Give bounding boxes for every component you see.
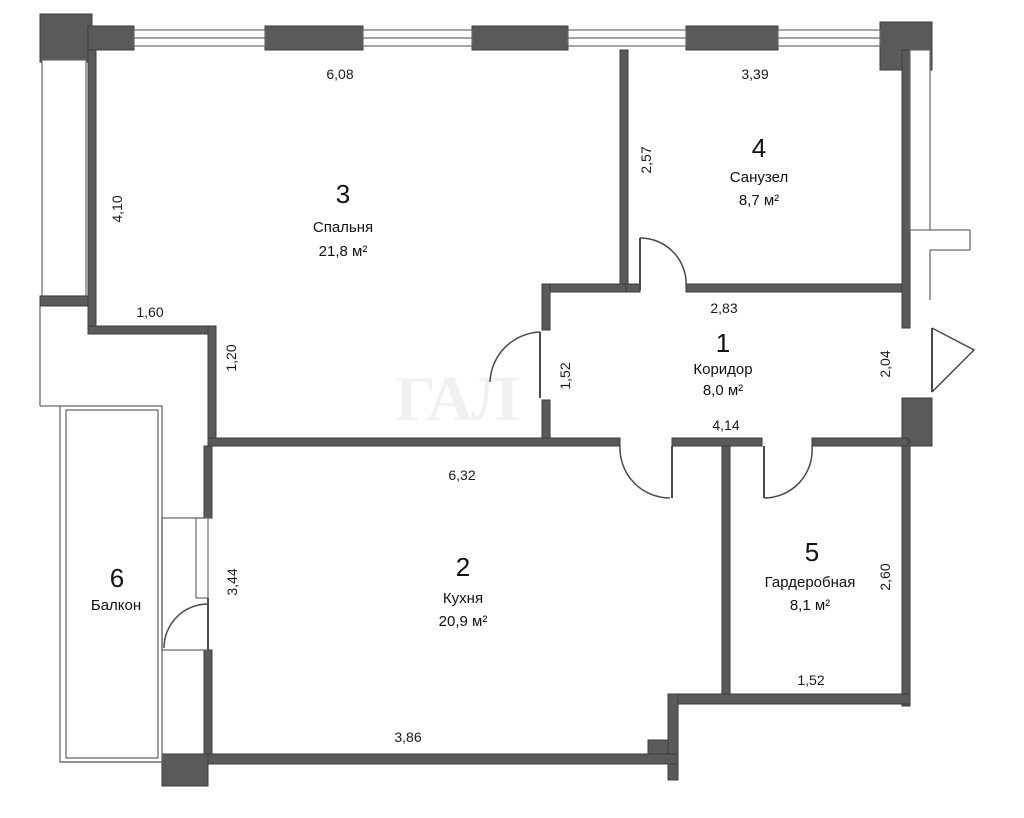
room-name: Коридор — [693, 361, 752, 378]
door-wardrobe[interactable] — [763, 445, 813, 499]
room-name: Спальня — [313, 219, 373, 236]
room-number: 5 — [805, 537, 819, 567]
room-area: 20,9 м² — [439, 613, 488, 630]
room-kitchen: 2 Кухня 20,9 м² — [439, 552, 488, 630]
dim-kitchen-top: 6,32 — [448, 467, 475, 483]
dim-bedroom-left: 4,10 — [109, 195, 125, 222]
room-area: 21,8 м² — [319, 243, 368, 260]
room-name: Гардеробная — [765, 574, 856, 591]
watermark: ГАЛ — [395, 363, 518, 434]
dim-wardrobe-right: 2,60 — [877, 563, 893, 590]
room-number: 3 — [336, 179, 350, 209]
dim-corridor-bottom: 4,14 — [712, 417, 739, 433]
dim-wardrobe-bottom: 1,52 — [797, 672, 824, 688]
dim-kitchen-bottom: 3,86 — [394, 729, 421, 745]
door-bathroom[interactable] — [639, 237, 687, 290]
dimensions: 6,08 3,39 1,60 2,83 4,14 6,32 1,52 3,86 … — [109, 66, 893, 745]
room-number: 6 — [110, 563, 124, 593]
wall-bedroom-bathroom — [619, 49, 629, 291]
wall-kitchen-left-low — [203, 649, 213, 761]
wall-kitchen-bottom-left-block — [161, 753, 209, 787]
room-wardrobe: 5 Гардеробная 8,1 м² — [765, 537, 856, 614]
left-wall — [39, 49, 97, 407]
room-name: Кухня — [443, 590, 483, 607]
top-windows — [133, 29, 881, 47]
dim-bedroom-step-horizontal: 1,60 — [136, 304, 163, 320]
bedroom-step-wall — [87, 325, 217, 447]
dim-bedroom-step-vertical: 1,20 — [223, 344, 239, 371]
wall-kitchen-bottom — [161, 753, 679, 765]
room-name: Балкон — [91, 597, 141, 614]
dim-kitchen-left: 3,44 — [224, 568, 240, 595]
door-balcony[interactable] — [163, 598, 209, 650]
dim-bathroom-left: 2,57 — [638, 146, 654, 173]
wall-wardrobe-bottom — [667, 693, 911, 705]
room-number: 1 — [716, 328, 730, 358]
wall-corridor-bottom-a — [671, 437, 763, 447]
dim-corridor-top: 2,83 — [710, 300, 737, 316]
room-corridor: 1 Коридор 8,0 м² — [693, 328, 752, 399]
door-kitchen[interactable] — [619, 445, 673, 499]
wall-bedroom-kitchen — [207, 437, 621, 447]
room-area: 8,0 м² — [703, 382, 743, 399]
door-bedroom[interactable] — [489, 331, 541, 398]
room-area: 8,1 м² — [790, 597, 830, 614]
room-bedroom: 3 Спальня 21,8 м² — [313, 179, 373, 260]
right-wall — [901, 49, 971, 707]
room-bathroom: 4 Санузел 8,7 м² — [730, 133, 788, 209]
room-number: 2 — [456, 552, 470, 582]
dim-corridor-right: 2,04 — [877, 350, 893, 377]
room-name: Санузел — [730, 169, 788, 186]
wall-corridor-left — [541, 283, 627, 293]
wall-kitchen-corner — [667, 693, 679, 781]
room-area: 8,7 м² — [739, 192, 779, 209]
balcony-outline — [59, 405, 163, 763]
dim-bathroom-top: 3,39 — [741, 66, 768, 82]
wall-bathroom-bottom-right — [685, 283, 907, 293]
wall-kitchen-left — [203, 445, 213, 519]
wall-corridor-bottom-b — [811, 437, 909, 447]
wall-kitchen-corner-block — [647, 739, 669, 755]
door-entrance[interactable] — [931, 327, 976, 393]
dim-corridor-left: 1,52 — [557, 362, 573, 389]
room-balcony: 6 Балкон — [91, 563, 141, 614]
dim-bedroom-top: 6,08 — [326, 66, 353, 82]
wall-kitchen-wardrobe — [721, 445, 731, 697]
wall-corridor-left-vertical — [541, 283, 551, 331]
room-number: 4 — [752, 133, 766, 163]
kitchen-balcony-opening — [161, 517, 209, 651]
